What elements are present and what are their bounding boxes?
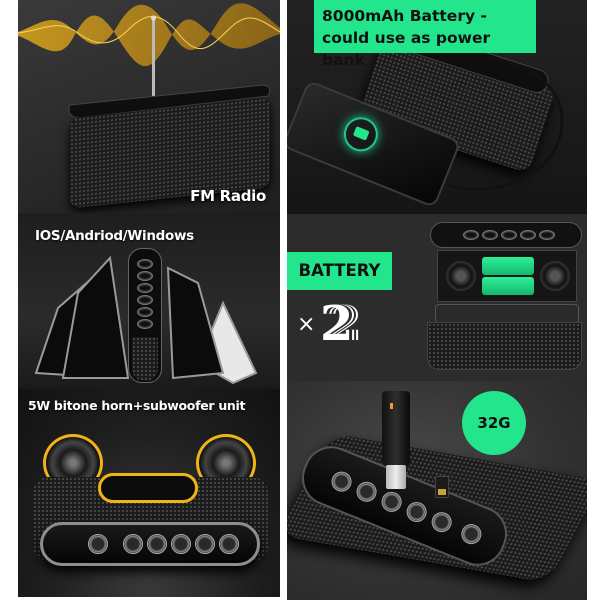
volume-down-button-icon: [195, 534, 215, 554]
phone-left-2: [61, 255, 130, 379]
play-button-icon: [378, 488, 405, 515]
button-icon: [482, 230, 498, 240]
battery-cell-2: [482, 277, 534, 295]
battery-label: BATTERY: [287, 252, 392, 290]
sd-contacts: [438, 489, 446, 495]
speaker-top: [68, 84, 271, 119]
volume-up-button-icon: [403, 498, 430, 526]
usb-led: [390, 403, 393, 409]
speaker-unit-panel: 5W bitone horn+subwoofer unit: [18, 389, 280, 597]
power-bank-caption-line2: could use as power bank: [322, 29, 491, 69]
fm-radio-caption: FM Radio: [190, 187, 266, 205]
wave-shape: [18, 3, 280, 67]
volume-up-button-icon: [147, 534, 167, 554]
driver-right: [540, 261, 570, 291]
usb-connector: [386, 465, 406, 489]
phones-fan-graphic: [34, 255, 258, 385]
play-button-icon: [171, 534, 191, 554]
antenna-icon: [152, 18, 155, 98]
speaker-top-cover: [430, 222, 582, 248]
phone-right-2: [166, 266, 225, 380]
power-bank-panel: 8000mAh Battery - could use as power ban…: [287, 0, 587, 214]
speaker-unit-caption: 5W bitone horn+subwoofer unit: [28, 398, 246, 413]
storage-badge: 32G: [462, 391, 526, 455]
button-icon: [520, 230, 536, 240]
compatibility-panel: IOS/Andriod/Windows: [18, 213, 280, 389]
previous-button-icon: [328, 468, 355, 495]
speaker-frame: [435, 304, 579, 324]
power-bank-caption-line1: 8000mAh Battery -: [322, 7, 487, 25]
battery-cell-1: [482, 257, 534, 275]
volume-down-button-icon: [353, 478, 380, 505]
control-bar: [40, 522, 260, 566]
button-icon: [137, 295, 153, 305]
battery-panel: BATTERY × 2: [287, 214, 587, 381]
button-icon: [539, 230, 555, 240]
usb-flash-drive: [382, 391, 410, 466]
speaker-grille: [132, 337, 158, 381]
button-icon: [137, 319, 153, 329]
sound-wave-graphic: [18, 3, 280, 119]
button-icon: [137, 271, 153, 281]
button-icon: [463, 230, 479, 240]
button-icon: [137, 307, 153, 317]
speaker-grille: [427, 322, 582, 370]
storage-panel: 32G: [287, 381, 587, 600]
next-button-icon: [428, 509, 455, 536]
driver-left: [446, 261, 476, 291]
micro-sd-card: [435, 476, 449, 498]
next-button-icon: [219, 534, 239, 554]
button-icon: [501, 230, 517, 240]
multiplier-sign: ×: [297, 312, 316, 337]
button-icon: [137, 283, 153, 293]
power-bank-label: 8000mAh Battery - could use as power ban…: [314, 0, 536, 69]
compatibility-caption: IOS/Andriod/Windows: [35, 228, 194, 244]
antenna-tip: [151, 15, 156, 21]
subwoofer-passive-radiator: [98, 473, 198, 503]
speaker-internals: [437, 250, 577, 302]
power-button-icon: [88, 534, 108, 554]
mode-button-icon: [458, 521, 485, 548]
button-icon: [137, 259, 153, 269]
usb-cable: [446, 56, 564, 191]
fm-radio-panel: FM Radio: [18, 0, 280, 213]
multiplier-value: 2: [320, 296, 353, 352]
previous-button-icon: [123, 534, 143, 554]
speaker-upright: [128, 248, 162, 383]
